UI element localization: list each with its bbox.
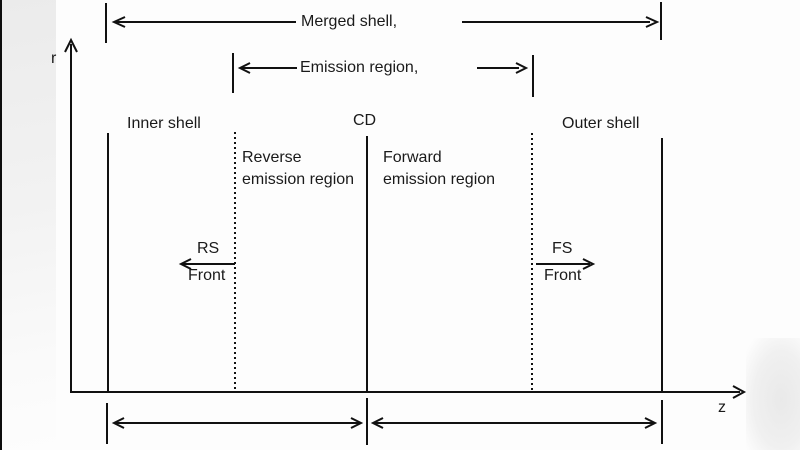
left-edge-bar xyxy=(0,0,2,450)
merged-shell-label: Merged shell, xyxy=(301,13,398,30)
rs-front-arrowhead-icon xyxy=(178,258,192,270)
r-axis-arrowhead-icon xyxy=(64,37,78,53)
fs-front-arrowhead-icon xyxy=(582,258,596,270)
bottom-span-left-arrowhead-left-icon xyxy=(111,417,125,429)
r-axis-label: r xyxy=(51,50,57,67)
merged-span-left-arrowhead-icon xyxy=(111,16,126,28)
bottom-span-right-arrowhead-left-icon xyxy=(370,417,384,429)
left-gradient-shade xyxy=(2,0,56,450)
cd-label: CD xyxy=(353,112,377,129)
rs-front-label: Front xyxy=(188,267,226,284)
fs-front-label: Front xyxy=(544,267,582,284)
reverse-emission-region-label: Reverse emission region xyxy=(242,149,355,188)
outer-shell-label: Outer shell xyxy=(562,115,640,132)
rs-label: RS xyxy=(197,240,220,257)
z-axis-label: z xyxy=(718,399,726,416)
emission-span-right-arrowhead-icon xyxy=(515,62,529,74)
bottom-right-shade xyxy=(746,338,800,450)
z-axis-arrowhead-icon xyxy=(732,385,747,399)
merged-span-right-arrowhead-icon xyxy=(645,16,660,28)
forward-emission-region-label: Forward emission region xyxy=(383,149,496,188)
emission-region-label: Emission region, xyxy=(300,59,419,76)
inner-shell-label: Inner shell xyxy=(127,115,201,132)
bottom-span-right-arrowhead-right-icon xyxy=(644,417,658,429)
fs-label: FS xyxy=(552,240,573,257)
bottom-span-left-arrowhead-right-icon xyxy=(350,417,364,429)
emission-span-left-arrowhead-icon xyxy=(237,62,251,74)
